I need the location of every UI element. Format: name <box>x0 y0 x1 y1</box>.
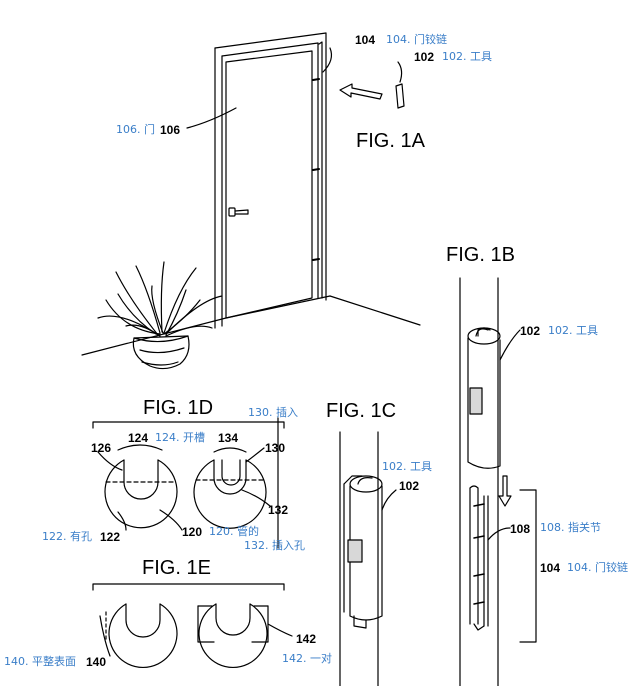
annotation-124: 124. 开槽 <box>155 431 205 444</box>
ref-104: 104 <box>355 33 376 47</box>
ref-132: 132 <box>268 503 289 517</box>
fig1a-title: FIG. 1A <box>356 130 425 152</box>
fig1e-drawing <box>92 583 293 668</box>
fig1c-drawing <box>339 431 397 686</box>
ref-142: 142 <box>296 632 317 646</box>
fig1b-drawing <box>459 277 537 686</box>
ref-122: 122 <box>100 530 121 544</box>
ref-106: 106 <box>160 123 181 137</box>
ref-140: 140 <box>86 655 107 669</box>
fig1a-drawing <box>81 32 421 370</box>
annotation-104: 104. 门铰链 <box>386 33 447 46</box>
annotation-102-c: 102. 工具 <box>382 460 432 473</box>
annotation-142: 142. 一对 <box>282 652 332 665</box>
ref-134: 134 <box>218 431 239 445</box>
fig1b-title: FIG. 1B <box>446 244 515 266</box>
annotation-108: 108. 指关节 <box>540 521 601 534</box>
ref-126: 126 <box>91 441 112 455</box>
annotation-102: 102. 工具 <box>442 50 492 63</box>
ref-102: 102 <box>414 50 435 64</box>
ref-124: 124 <box>128 431 149 445</box>
annotation-140: 140. 平整表面 <box>4 655 76 668</box>
annotation-130-top: 130. 插入 <box>248 406 298 419</box>
fig1d-drawing <box>92 417 285 549</box>
fig1d-title: FIG. 1D <box>143 397 214 419</box>
annotation-102-b: 102. 工具 <box>548 324 598 337</box>
ref-108: 108 <box>510 522 531 536</box>
ref-102-c: 102 <box>399 479 420 493</box>
ref-104-b: 104 <box>540 561 561 575</box>
annotation-104-b: 104. 门铰链 <box>567 561 628 574</box>
annotation-120: 120. 管的 <box>209 525 259 538</box>
annotation-106: 106. 门 <box>116 123 155 136</box>
annotation-122: 122. 有孔 <box>42 530 92 543</box>
fig1e-title: FIG. 1E <box>142 557 211 579</box>
annotation-132: 132. 插入孔 <box>244 539 305 552</box>
ref-120: 120 <box>182 525 203 539</box>
ref-102-b: 102 <box>520 324 541 338</box>
fig1c-title: FIG. 1C <box>326 400 397 422</box>
ref-130: 130 <box>265 441 286 455</box>
